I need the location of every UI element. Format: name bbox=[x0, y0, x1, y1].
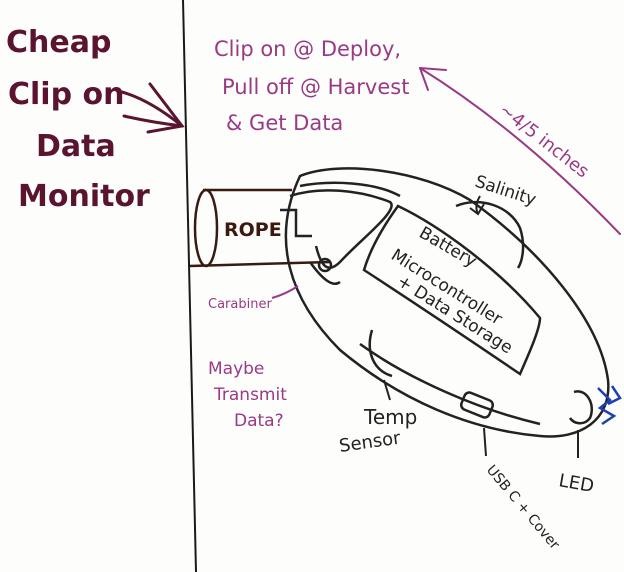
usb-pointer bbox=[483, 427, 487, 457]
salinity-pointer bbox=[469, 195, 485, 216]
transmit-line-1: Maybe bbox=[208, 359, 264, 379]
purpose-note: Clip on @ Deploy, Pull off @ Harvest & G… bbox=[214, 37, 409, 135]
transmit-line-2: Transmit bbox=[213, 385, 287, 405]
device-body bbox=[280, 167, 610, 438]
carabiner-pointer bbox=[271, 285, 299, 299]
sensor-label: Sensor bbox=[338, 427, 403, 456]
led-label: LED bbox=[557, 470, 595, 497]
left-title-line-2: Clip on bbox=[8, 77, 124, 112]
left-title-line-1: Cheap bbox=[6, 25, 111, 60]
left-title-line-3: Data bbox=[36, 129, 116, 164]
transmit-line-3: Data? bbox=[234, 411, 284, 431]
size-arrow bbox=[419, 67, 621, 235]
usb-label: USB C + Cover bbox=[483, 462, 563, 553]
left-title-line-4: Monitor bbox=[18, 179, 150, 214]
title-arrow bbox=[120, 82, 185, 134]
purpose-line-3: & Get Data bbox=[226, 111, 343, 135]
size-note: ~4/5 inches bbox=[495, 99, 593, 182]
transmit-note: Maybe Transmit Data? bbox=[208, 359, 287, 431]
temp-pointer bbox=[383, 379, 391, 401]
rope-label: ROPE bbox=[224, 219, 282, 241]
carabiner-label: Carabiner bbox=[208, 297, 272, 312]
salinity-label: Salinity bbox=[472, 172, 538, 210]
rope bbox=[189, 188, 331, 268]
left-title: Cheap Clip on Data Monitor bbox=[6, 25, 150, 214]
blue-scribble bbox=[597, 385, 622, 426]
purpose-line-2: Pull off @ Harvest bbox=[222, 75, 409, 99]
divider-line bbox=[182, 0, 197, 572]
purpose-line-1: Clip on @ Deploy, bbox=[214, 37, 401, 61]
temp-label: Temp bbox=[363, 405, 417, 429]
